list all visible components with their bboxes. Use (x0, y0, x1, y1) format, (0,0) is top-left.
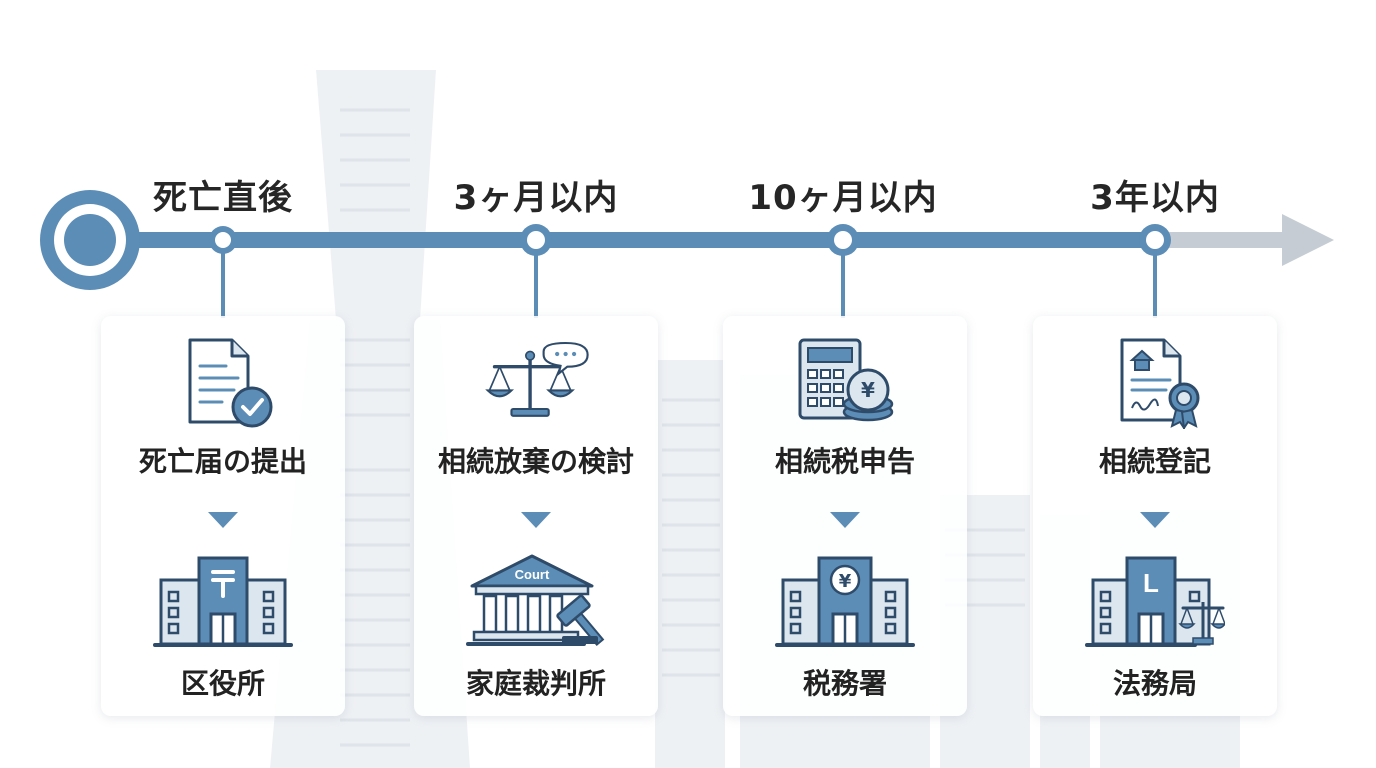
office-label-3: 税務署 (802, 667, 887, 700)
milestone-node-1 (209, 226, 237, 318)
court-sign-text: Court (515, 567, 550, 582)
calculator-coins-icon: ¥ (798, 338, 894, 422)
step-card-4: 相続登記 L 法務局 (1033, 316, 1277, 716)
yen-sign-text: ¥ (839, 571, 852, 592)
task-label-3: 相続税申告 (774, 445, 915, 478)
timeline-track (40, 190, 1334, 318)
tax-office-icon: ¥ (775, 556, 915, 647)
scales-speech-bubble-icon (485, 341, 589, 417)
step-card-3: ¥ 相続税申告 ¥ 税務署 (723, 316, 967, 716)
down-arrow-icon (521, 512, 551, 528)
milestone-label-3: 10ヶ月以内 (748, 178, 938, 218)
task-label-4: 相続登記 (1098, 445, 1211, 478)
milestone-node-2 (520, 224, 552, 318)
courthouse-gavel-icon: Court (466, 554, 605, 647)
yen-symbol: ¥ (861, 378, 875, 402)
step-card-1: 死亡届の提出 区役所 (101, 316, 345, 716)
task-label-2: 相続放棄の検討 (437, 445, 634, 478)
step-card-2: 相続放棄の検討 Court 家庭裁判所 (414, 316, 658, 716)
document-check-icon (188, 338, 273, 428)
ward-office-icon (153, 556, 293, 647)
office-label-4: 法務局 (1112, 667, 1197, 700)
down-arrow-icon (830, 512, 860, 528)
down-arrow-icon (1140, 512, 1170, 528)
milestone-node-3 (827, 224, 859, 318)
timeline-start-marker (40, 190, 140, 290)
down-arrow-icon (208, 512, 238, 528)
task-label-1: 死亡届の提出 (138, 445, 307, 478)
milestone-label-4: 3年以内 (1090, 178, 1220, 218)
timeline-arrowhead (1282, 214, 1334, 266)
milestone-node-4 (1139, 224, 1171, 318)
legal-affairs-bureau-icon: L (1085, 556, 1225, 647)
milestone-label-2: 3ヶ月以内 (453, 178, 619, 218)
office-label-1: 区役所 (180, 667, 265, 700)
office-label-2: 家庭裁判所 (465, 667, 606, 700)
property-certificate-icon (1120, 338, 1200, 429)
bureau-emblem: L (1143, 568, 1159, 598)
scales-icon (1178, 602, 1225, 645)
milestone-label-1: 死亡直後 (153, 178, 293, 218)
